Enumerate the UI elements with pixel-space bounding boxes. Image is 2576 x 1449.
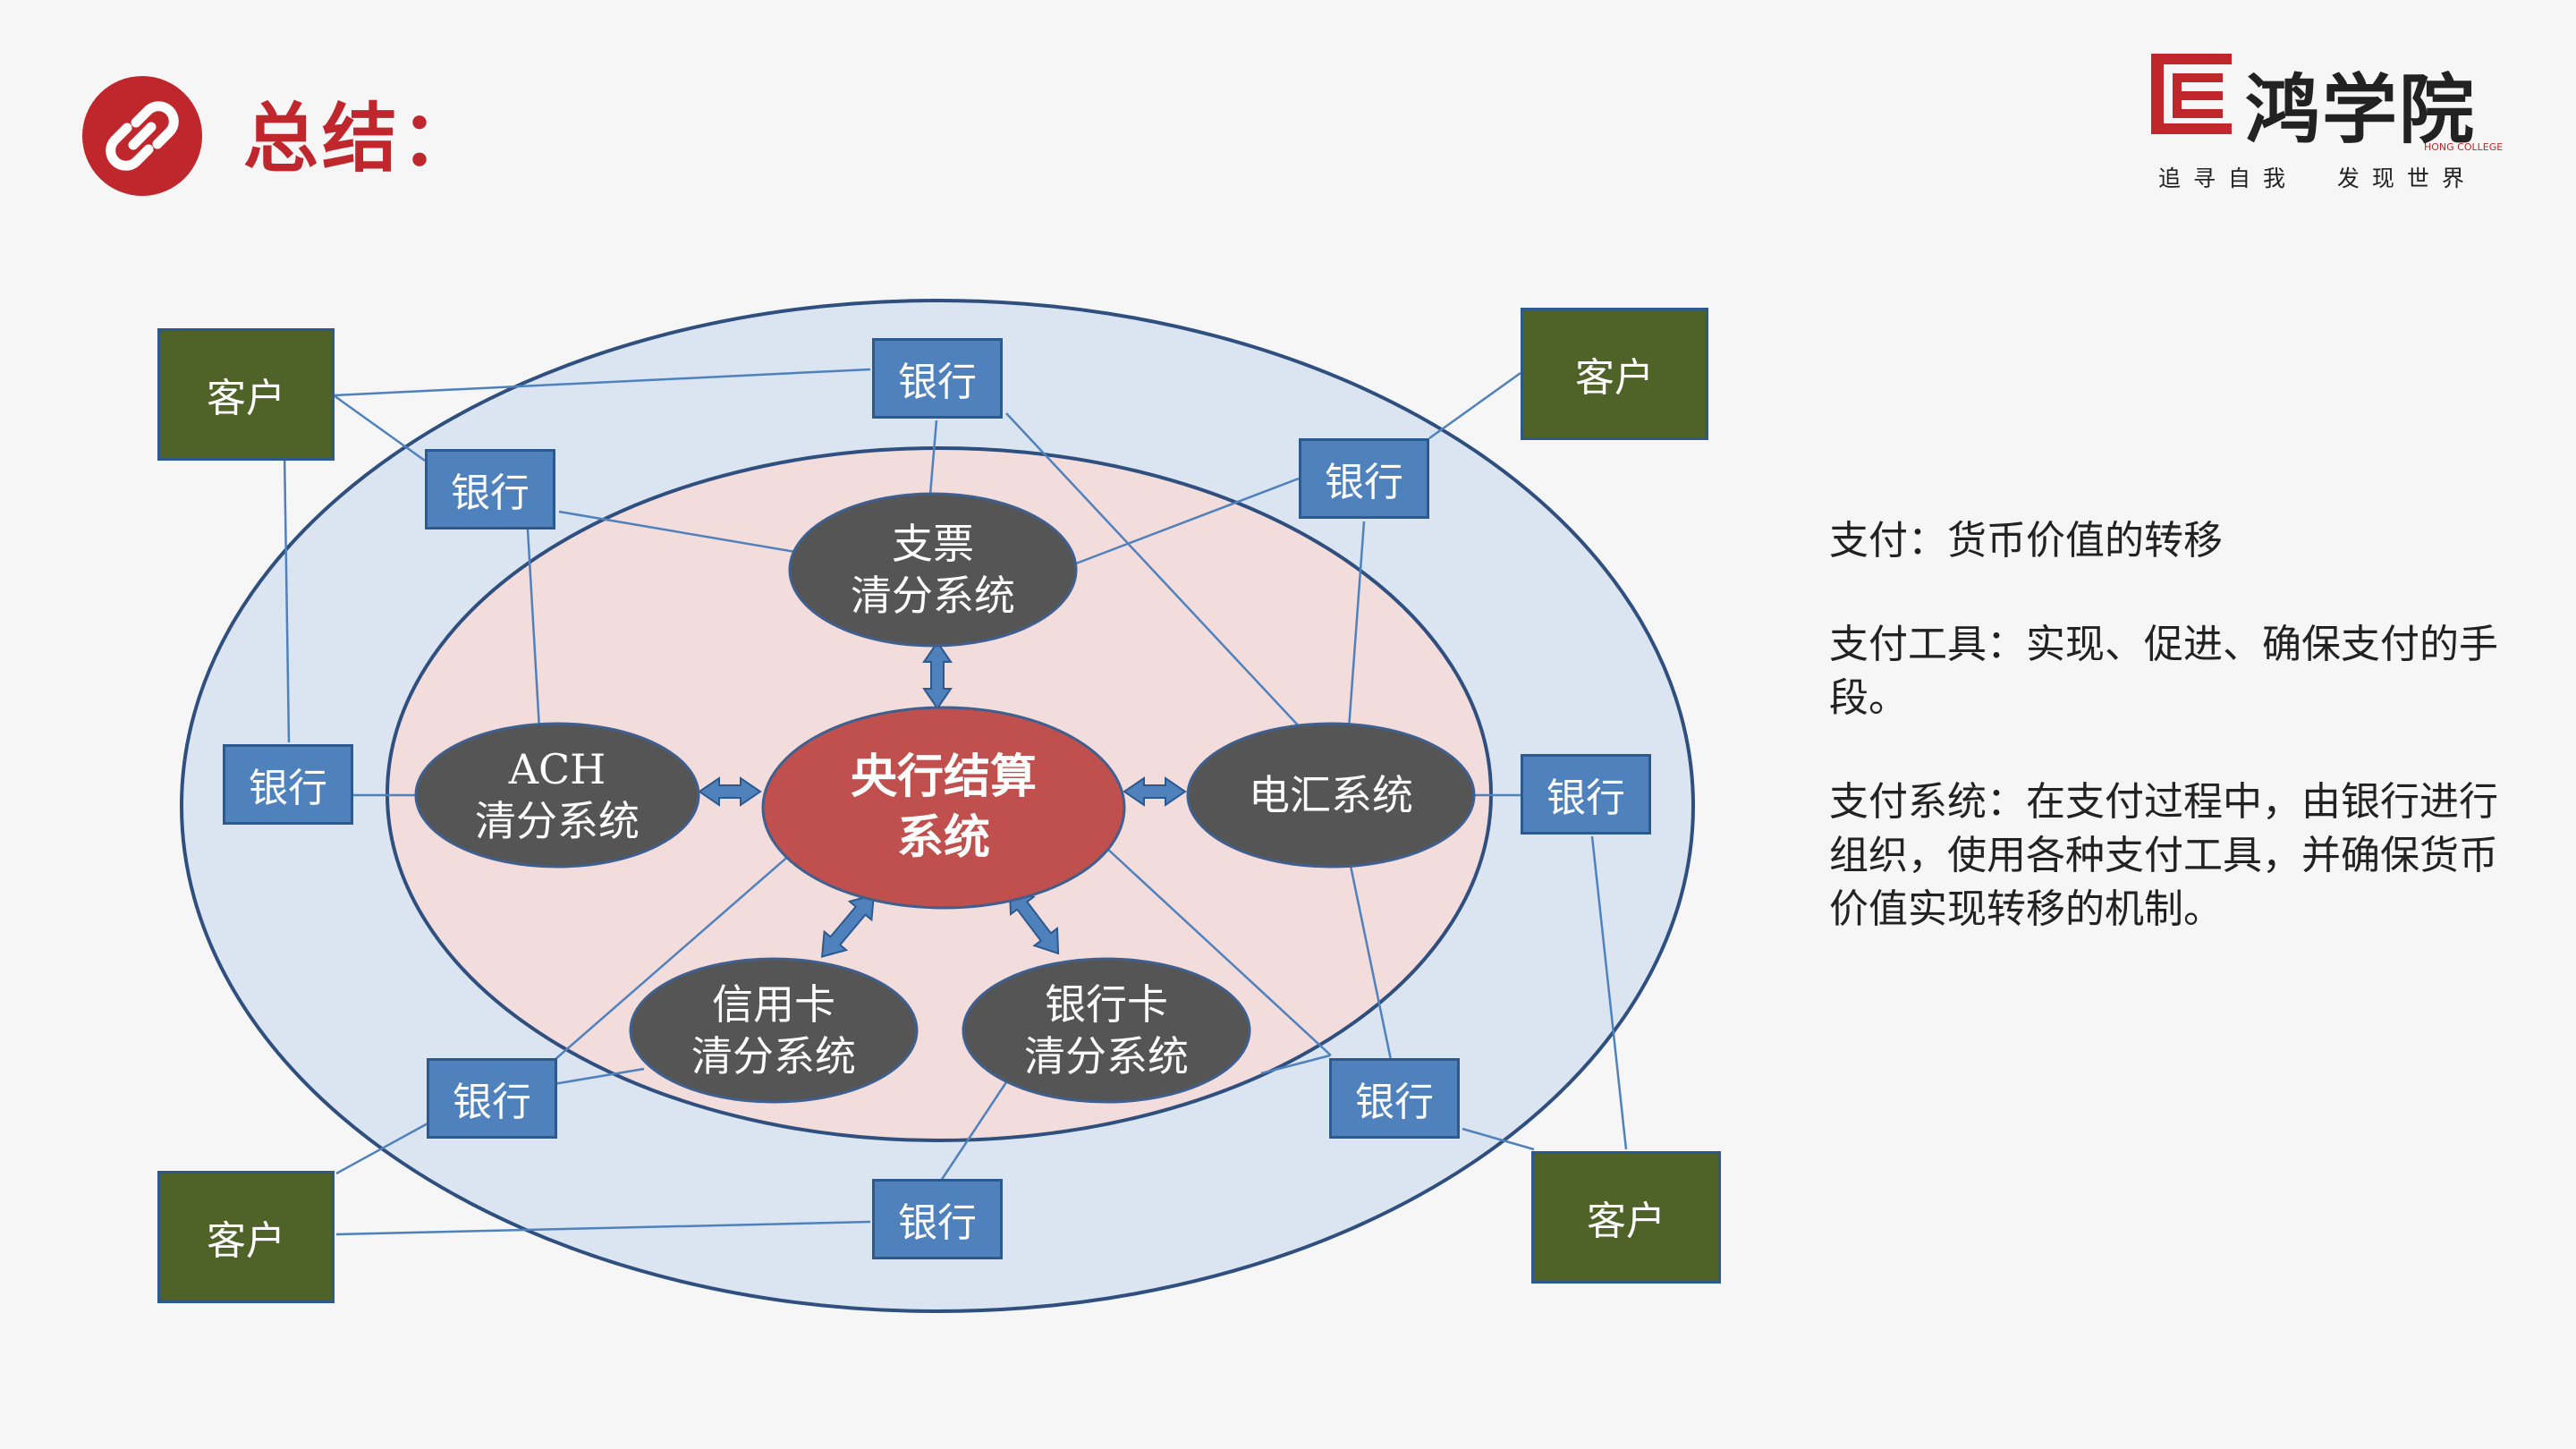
description-panel: 支付：货币价值的转移 支付工具：实现、促进、确保支付的手段。 支付系统：在支付过… bbox=[1829, 514, 2527, 987]
ach-node-shape bbox=[414, 722, 700, 869]
cheque-node-shape bbox=[788, 492, 1078, 648]
client-box-top-left: 客户 bbox=[157, 328, 335, 461]
ach-line1: ACH bbox=[508, 745, 606, 793]
central-bank-settlement-node: 央行结算 系统 bbox=[763, 708, 1124, 908]
logo-name: 鸿学院 bbox=[2245, 65, 2477, 154]
bank-card-line1: 银行卡 bbox=[1045, 980, 1168, 1029]
link-icon bbox=[82, 76, 202, 196]
logo-seal-icon bbox=[2151, 54, 2232, 134]
credit-card-line2: 清分系统 bbox=[691, 1032, 856, 1080]
bank-card-line2: 清分系统 bbox=[1024, 1032, 1189, 1080]
cheque-clearing-node: 支票 清分系统 bbox=[790, 494, 1076, 646]
bank-box-lower-left: 银行 bbox=[427, 1058, 557, 1139]
wire-transfer-node: 电汇系统 bbox=[1188, 724, 1474, 867]
client-box-bottom-left: 客户 bbox=[157, 1171, 335, 1303]
wire-line1: 电汇系统 bbox=[1249, 771, 1413, 819]
bank-box-upper-right: 银行 bbox=[1299, 438, 1429, 519]
credit-card-clearing-node: 信用卡 清分系统 bbox=[631, 959, 917, 1102]
description-payment-instrument: 支付工具：实现、促进、确保支付的手段。 bbox=[1829, 622, 2498, 721]
ach-clearing-node: ACH 清分系统 bbox=[416, 724, 699, 867]
bank-box-lower-right: 银行 bbox=[1329, 1058, 1460, 1139]
cheque-line1: 支票 bbox=[892, 520, 974, 568]
bank-card-node-shape bbox=[962, 957, 1251, 1104]
ach-line2: 清分系统 bbox=[475, 797, 640, 845]
bidirectional-arrows bbox=[698, 640, 1187, 958]
logo-sub: HONG COLLEGE bbox=[2424, 141, 2504, 153]
logo: 鸿学院 HONG COLLEGE 追寻自我 发现世界 bbox=[2151, 54, 2545, 197]
connector-lines bbox=[283, 368, 1628, 1236]
logo-slogan: 追寻自我 发现世界 bbox=[2158, 165, 2477, 191]
bank-box-right: 银行 bbox=[1521, 754, 1651, 835]
client-box-bottom-right: 客户 bbox=[1531, 1151, 1721, 1284]
bank-box-top: 银行 bbox=[872, 338, 1003, 419]
central-bank-line1: 央行结算 bbox=[850, 750, 1037, 804]
cheque-line2: 清分系统 bbox=[851, 572, 1015, 620]
wire-node-shape bbox=[1186, 722, 1476, 869]
center-node-shape bbox=[761, 706, 1126, 910]
credit-card-node-shape bbox=[629, 957, 919, 1104]
bank-box-left: 银行 bbox=[223, 744, 353, 825]
client-box-top-right: 客户 bbox=[1521, 308, 1708, 440]
description-payment-system: 支付系统：在支付过程中，由银行进行组织，使用各种支付工具，并确保货币价值实现转移… bbox=[1829, 779, 2498, 932]
central-bank-line2: 系统 bbox=[896, 810, 990, 865]
bank-box-bottom: 银行 bbox=[872, 1179, 1003, 1259]
bank-box-upper-left: 银行 bbox=[425, 449, 555, 530]
bank-card-clearing-node: 银行卡 清分系统 bbox=[963, 959, 1250, 1102]
page-title: 总结： bbox=[243, 95, 480, 182]
system-ellipses bbox=[414, 492, 1476, 1104]
credit-card-line1: 信用卡 bbox=[712, 980, 835, 1029]
description-payment: 支付：货币价值的转移 bbox=[1829, 518, 2223, 564]
